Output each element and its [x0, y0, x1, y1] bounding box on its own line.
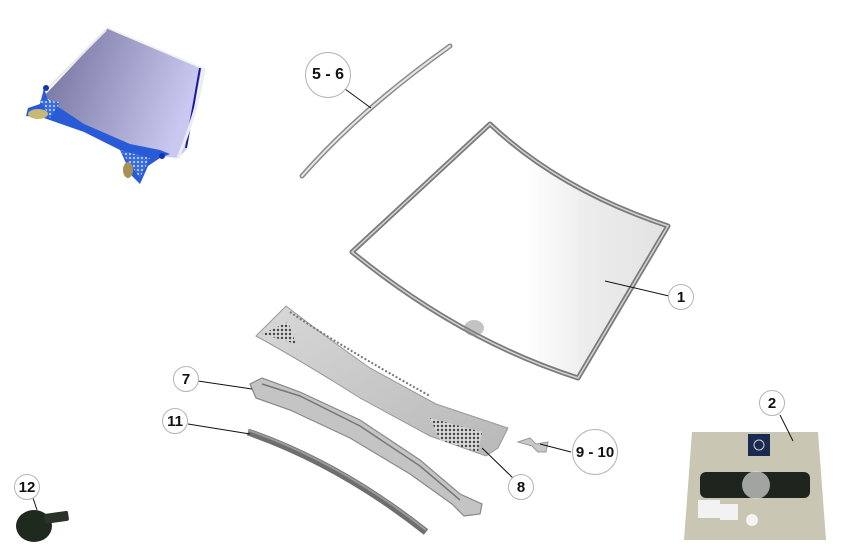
windscreen-repair-kit [684, 432, 826, 540]
callout-1[interactable]: 1 [668, 284, 694, 310]
windscreen-side-molding [299, 43, 453, 179]
cowl-panel-cover [255, 305, 509, 457]
seal-strip [246, 428, 429, 535]
cowl-panel-lower [249, 377, 483, 517]
callout-2[interactable]: 2 [759, 390, 785, 416]
clip-part [516, 437, 549, 453]
callout-8[interactable]: 8 [508, 474, 534, 500]
callout-12[interactable]: 12 [14, 474, 40, 500]
hood-assembly-thumbnail [26, 27, 206, 184]
bolt-part [16, 510, 69, 542]
leader-lines [32, 88, 794, 511]
windscreen-glass [349, 121, 671, 381]
callout-5-6[interactable]: 5 - 6 [305, 52, 351, 98]
callout-11[interactable]: 11 [162, 408, 188, 434]
callout-9-10[interactable]: 9 - 10 [572, 429, 618, 475]
callout-7[interactable]: 7 [173, 366, 199, 392]
